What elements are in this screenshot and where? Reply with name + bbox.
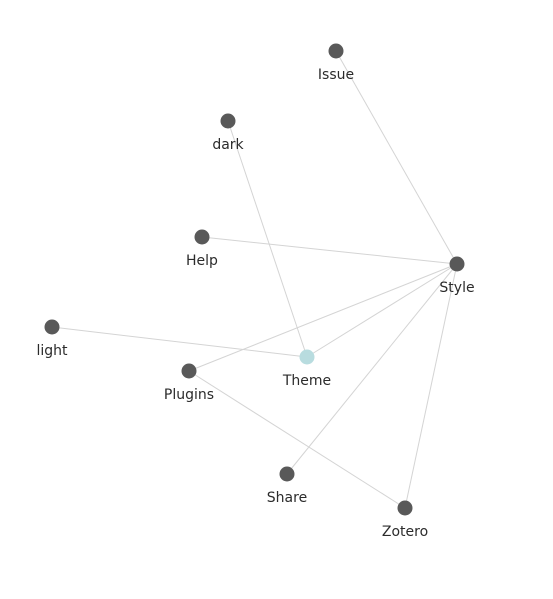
graph-node-theme[interactable]: Theme: [282, 349, 331, 390]
edge-plugins-style: [188, 263, 458, 372]
node-label-share: Share: [267, 490, 307, 506]
node-label-help: Help: [186, 253, 218, 269]
graph-node-share[interactable]: Share: [267, 466, 307, 507]
node-label-theme: Theme: [282, 373, 331, 389]
node-dot-share[interactable]: [279, 466, 295, 482]
node-label-dark: dark: [212, 137, 244, 153]
node-dot-theme[interactable]: [299, 349, 315, 365]
graph-node-dark[interactable]: dark: [212, 113, 245, 154]
edge-theme-style: [306, 263, 458, 358]
node-dot-dark[interactable]: [220, 113, 236, 129]
node-label-style: Style: [439, 280, 474, 296]
node-dot-plugins[interactable]: [181, 363, 197, 379]
graph-node-issue[interactable]: Issue: [318, 43, 354, 84]
node-label-issue: Issue: [318, 67, 354, 83]
node-dot-light[interactable]: [44, 319, 60, 335]
graph-node-help[interactable]: Help: [186, 229, 218, 270]
node-dot-help[interactable]: [194, 229, 210, 245]
graph-node-light[interactable]: light: [36, 319, 68, 360]
node-dot-zotero[interactable]: [397, 500, 413, 516]
node-dot-issue[interactable]: [328, 43, 344, 59]
node-dot-style[interactable]: [449, 256, 465, 272]
edge-help-style: [201, 236, 458, 265]
edge-light-theme: [51, 326, 308, 358]
edge-share-style: [286, 263, 458, 475]
node-label-plugins: Plugins: [164, 387, 214, 403]
node-label-light: light: [36, 343, 68, 359]
graph-node-zotero[interactable]: Zotero: [382, 500, 428, 541]
edges-layer: [51, 50, 458, 509]
graph-node-style[interactable]: Style: [439, 256, 475, 297]
edge-plugins-zotero: [188, 370, 406, 509]
node-label-zotero: Zotero: [382, 524, 428, 540]
graph-node-plugins[interactable]: Plugins: [164, 363, 214, 404]
edge-dark-theme: [227, 120, 308, 358]
edge-issue-style: [335, 50, 458, 265]
edge-zotero-style: [404, 263, 458, 509]
